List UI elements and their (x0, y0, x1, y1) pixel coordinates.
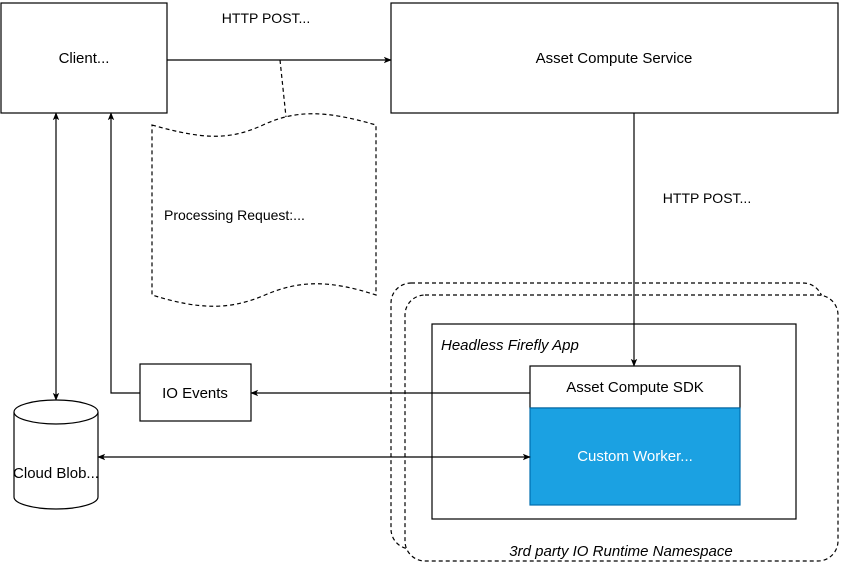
cloud-blob-cylinder (13, 399, 99, 510)
edge-client-service-label: HTTP POST... (222, 10, 310, 26)
client-label: Client... (59, 50, 110, 67)
client-box (0, 2, 168, 114)
edge-service-sdk-label: HTTP POST... (663, 190, 751, 206)
service-box (390, 2, 839, 114)
custom-worker-label: Custom Worker... (577, 448, 693, 465)
cloud-blob-label: Cloud Blob... (13, 465, 99, 482)
edge-io-events-client (107, 112, 140, 394)
sdk-label: Asset Compute SDK (566, 379, 704, 396)
sdk-box (529, 365, 741, 409)
processing-request-shape (151, 113, 377, 307)
request-link-line (279, 59, 287, 118)
processing-request-label: Processing Request:... (164, 207, 305, 223)
firefly-app-label: Headless Firefly App (441, 337, 579, 354)
io-events-label: IO Events (162, 385, 228, 402)
service-label: Asset Compute Service (536, 50, 693, 67)
custom-worker-box (529, 407, 741, 506)
namespace-label: 3rd party IO Runtime Namespace (509, 543, 732, 560)
